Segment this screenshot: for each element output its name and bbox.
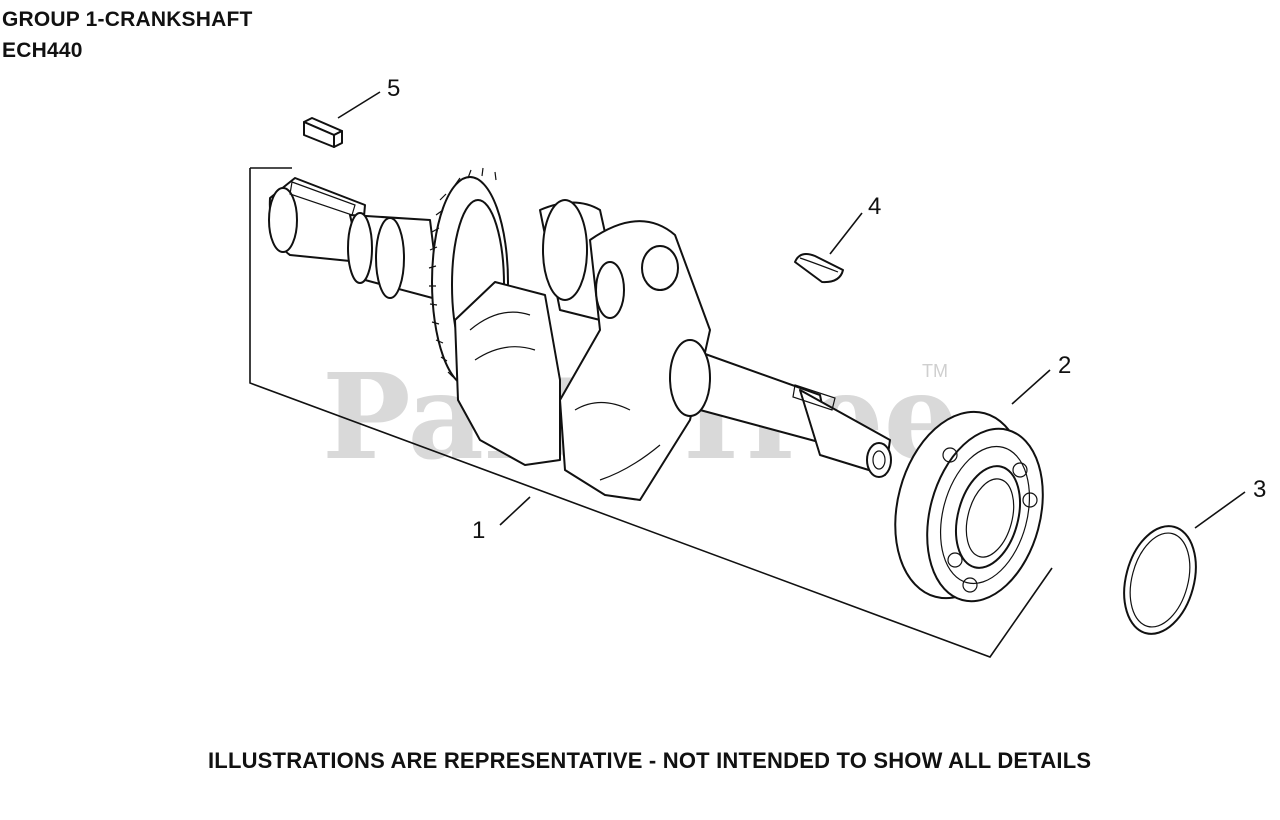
leader-line-2 [1011,369,1051,405]
retaining-ring-part[interactable] [1113,518,1207,642]
callout-4[interactable]: 4 [868,193,881,220]
callout-5[interactable]: 5 [387,75,400,102]
leader-line-3 [1194,491,1246,529]
ball-bearing-part[interactable] [876,397,1061,614]
leader-line-5 [337,91,381,119]
crankshaft-part[interactable] [268,167,892,501]
leader-line-4 [829,212,863,255]
square-key-part[interactable] [303,117,343,148]
model-number: ECH440 [2,39,83,62]
callout-2[interactable]: 2 [1058,352,1071,379]
assembly-bracket [249,168,1053,658]
callout-3[interactable]: 3 [1253,476,1266,503]
callout-1[interactable]: 1 [472,517,485,544]
leader-line-1 [499,496,531,526]
woodruff-key-part[interactable] [794,253,844,284]
watermark-trademark: TM [922,361,948,381]
disclaimer-note: ILLUSTRATIONS ARE REPRESENTATIVE - NOT I… [208,748,1092,773]
diagram-title: GROUP 1-CRANKSHAFT [2,8,253,31]
